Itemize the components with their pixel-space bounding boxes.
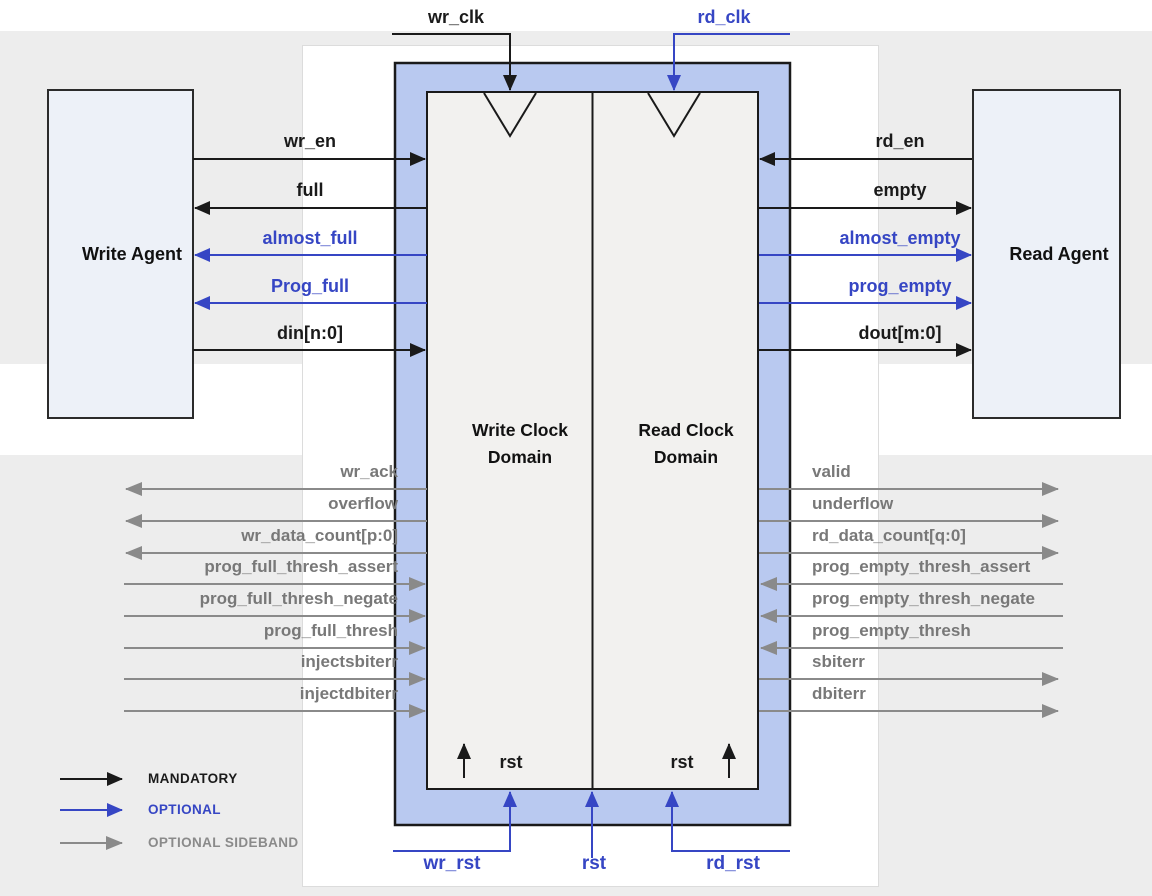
wr-en-label: wr_en: [283, 131, 337, 151]
prog-full-thresh-negate-label: prog_full_thresh_negate: [199, 589, 398, 608]
wr-rst-label: wr_rst: [423, 853, 481, 874]
prog-empty-thresh-assert-label: prog_empty_thresh_assert: [812, 557, 1031, 576]
almost-empty-label: almost_empty: [839, 228, 961, 248]
write-domain-rst-label: rst: [499, 752, 523, 772]
write-agent-label: Write Agent: [81, 244, 182, 264]
read-agent-label: Read Agent: [1009, 244, 1109, 264]
legend-mandatory-label: MANDATORY: [148, 771, 238, 786]
prog-empty-thresh-negate-label: prog_empty_thresh_negate: [812, 589, 1035, 608]
write-agent-box: [47, 89, 194, 419]
read-clock-triangle-icon: [647, 92, 701, 138]
legend-sideband-label: OPTIONAL SIDEBAND: [148, 835, 299, 850]
valid-label: valid: [812, 462, 851, 481]
prog-full-thresh-assert-label: prog_full_thresh_assert: [204, 557, 398, 576]
prog-empty-thresh-label: prog_empty_thresh: [812, 621, 971, 640]
din-label: din[n:0]: [277, 323, 343, 343]
wr-ack-label: wr_ack: [340, 462, 398, 481]
dout-label: dout[m:0]: [858, 323, 942, 343]
rd-data-count-label: rd_data_count[q:0]: [812, 526, 966, 545]
rd-rst-arrow: [665, 791, 790, 852]
injectdbiterr-label: injectdbiterr: [299, 684, 398, 703]
rd-clk-arrow: [667, 33, 790, 91]
read-agent-box: [972, 89, 1121, 419]
dbiterr-label: dbiterr: [812, 684, 866, 703]
rd-en-label: rd_en: [875, 131, 925, 151]
rst-label: rst: [581, 853, 607, 874]
full-label: full: [296, 180, 324, 200]
wr-data-count-label: wr_data_count[p:0]: [241, 526, 398, 545]
write-clock-domain-label: Write Clock Domain: [472, 420, 568, 467]
rd-clk-label: rd_clk: [697, 7, 751, 27]
write-clock-triangle-icon: [483, 92, 537, 138]
overflow-label: overflow: [328, 494, 398, 513]
empty-label: empty: [873, 180, 927, 200]
legend-optional-label: OPTIONAL: [148, 802, 221, 817]
underflow-label: underflow: [812, 494, 894, 513]
prog-full-label: Prog_full: [270, 276, 349, 296]
prog-empty-label: prog_empty: [848, 276, 952, 296]
read-clock-domain-label: Read Clock Domain: [638, 420, 734, 467]
wr-clk-arrow: [392, 33, 517, 91]
prog-full-thresh-label: prog_full_thresh: [263, 621, 398, 640]
background-top-band: [0, 0, 1152, 31]
read-domain-rst-label: rst: [670, 752, 694, 772]
almost-full-label: almost_full: [262, 228, 358, 248]
sbiterr-label: sbiterr: [812, 652, 865, 671]
wr-rst-arrow: [393, 791, 517, 852]
injectsbiterr-label: injectsbiterr: [300, 652, 398, 671]
rd-rst-label: rd_rst: [706, 853, 760, 874]
wr-clk-label: wr_clk: [427, 7, 485, 27]
